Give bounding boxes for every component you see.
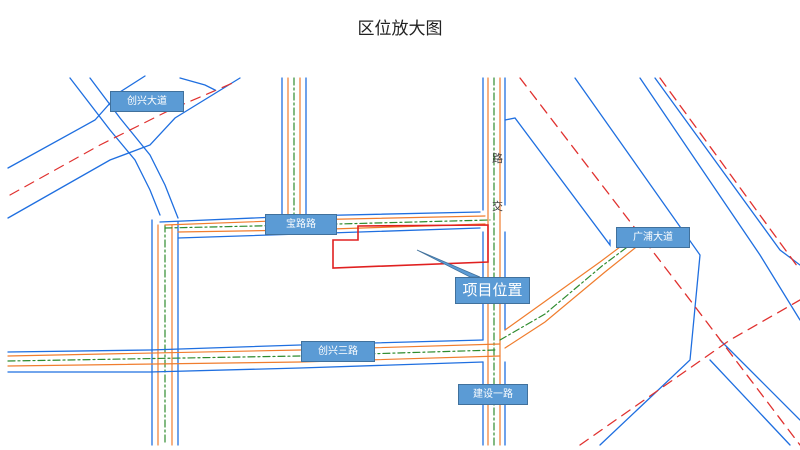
railway-main: [519, 77, 800, 446]
map-title: 区位放大图: [357, 19, 443, 39]
label-guangpu-avenue[interactable]: 广浦大道: [616, 227, 690, 248]
left-vertical-road: [151, 219, 179, 446]
callout-pointer: [416, 249, 481, 278]
railway-nw: [9, 81, 236, 196]
north-vertical-road-a: [281, 77, 307, 217]
project-boundary: [332, 224, 489, 269]
north-road-vertical-char-b: 交: [492, 200, 503, 213]
chuangxing-avenue-road: [7, 75, 241, 219]
label-jianshe-1st-road[interactable]: 建设一路: [458, 384, 528, 405]
chuangxing-3rd-road-lines: [7, 339, 501, 373]
label-chuangxing-3rd-road[interactable]: 创兴三路: [301, 341, 375, 362]
label-chuangxing-avenue[interactable]: 创兴大道: [110, 91, 184, 112]
right-blocks: [504, 77, 800, 446]
label-baolu-road[interactable]: 宝路路: [265, 214, 337, 235]
north-road-vertical-char-a: 路: [492, 152, 503, 165]
project-location-callout[interactable]: 项目位置: [455, 277, 530, 304]
